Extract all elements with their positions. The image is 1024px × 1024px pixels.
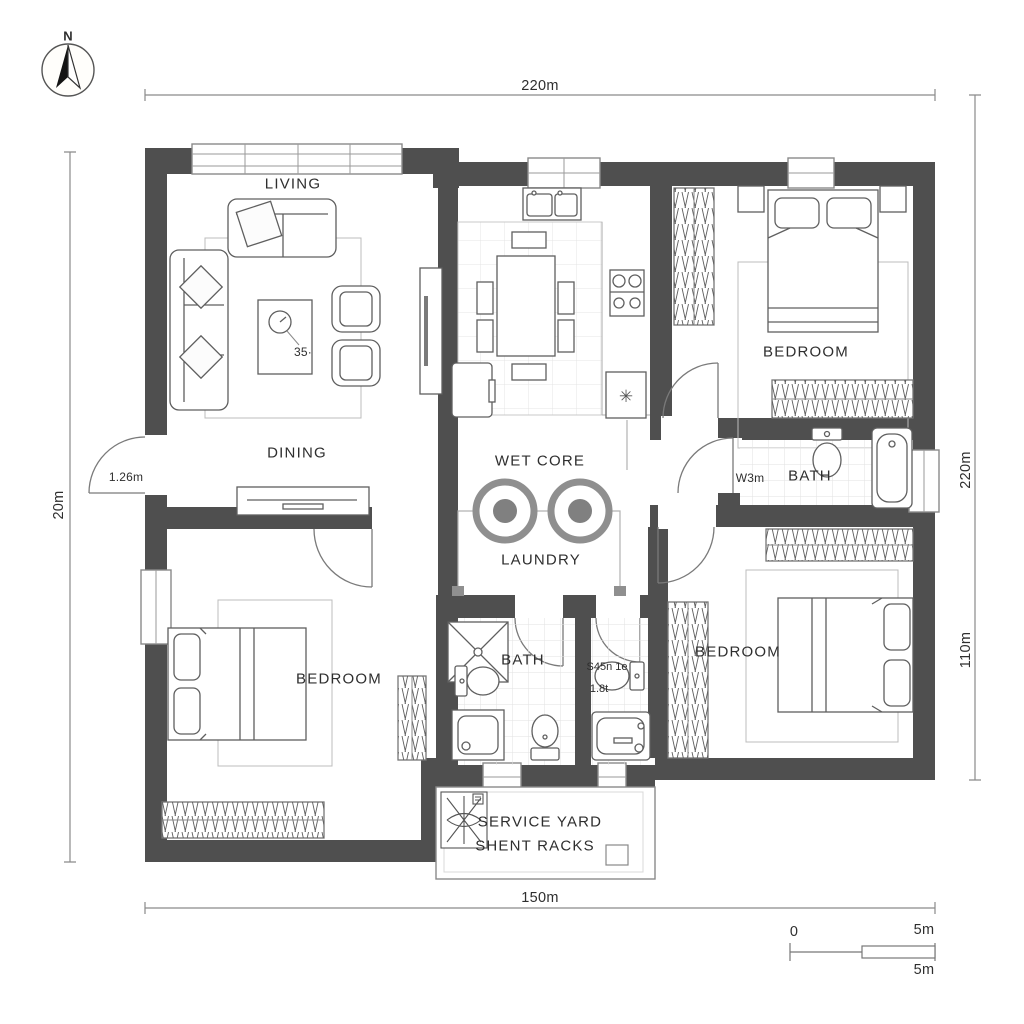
- armchair: [331, 339, 381, 387]
- bedroom-bottom-right-furniture: [667, 528, 914, 759]
- armchair: [331, 285, 381, 333]
- sideboard: [236, 486, 370, 516]
- tv-unit: [419, 267, 443, 395]
- dimension-bottom: 150m: [521, 890, 559, 906]
- toilet: [454, 665, 500, 697]
- room-label-wet-core: WET CORE: [494, 452, 586, 470]
- wall-openings: [143, 416, 742, 620]
- entry-door-width-note: 1.26m: [108, 470, 144, 484]
- room-label-shent-racks: SHENT RACKS: [475, 837, 595, 855]
- dimension-left: 20m: [51, 490, 67, 520]
- drain-point: [452, 586, 464, 596]
- coffee-table: [257, 299, 313, 375]
- double-bed: [767, 189, 879, 333]
- appliance-symbol: ✳: [619, 387, 633, 407]
- nightstand: [737, 185, 765, 213]
- sink-vanity: [451, 709, 505, 761]
- wardrobe: [667, 601, 709, 759]
- room-label-bedroom-top-right: BEDROOM: [763, 343, 849, 361]
- bedroom-bottom-left-door: [313, 528, 373, 588]
- bedroom-top-right-door: [662, 362, 719, 419]
- bedroom-bottom-right-door: [657, 526, 715, 584]
- room-label-bedroom-bottom-left: BEDROOM: [296, 670, 382, 688]
- sofa-two-seat: [227, 198, 337, 258]
- wardrobe: [771, 379, 914, 419]
- scale-bar-start: 0: [789, 924, 799, 940]
- refrigerator: [451, 362, 496, 418]
- kitchen-sink: [522, 187, 582, 221]
- double-bed: [777, 597, 914, 713]
- dim-line-left: [64, 151, 76, 863]
- dim-line-right: [969, 94, 981, 781]
- yard-drain-box: [605, 844, 629, 866]
- dimension-lines: [64, 89, 981, 914]
- coffee-table-note: 35·: [294, 345, 312, 359]
- room-label-laundry: LAUNDRY: [501, 551, 581, 569]
- bath-middle-fixtures: [447, 618, 575, 765]
- window-living-top: [191, 143, 403, 175]
- living-room-furniture: [169, 198, 443, 419]
- toilet: [530, 714, 560, 761]
- sink-vanity: [591, 711, 651, 761]
- dishwasher: ✳: [605, 371, 647, 419]
- north-arrow-icon: [41, 43, 95, 97]
- stove: [609, 269, 645, 317]
- room-label-bath-right: BATH: [788, 467, 832, 485]
- window-bedroom-left: [140, 569, 172, 645]
- bathtub: [871, 427, 913, 509]
- room-label-dining: DINING: [267, 444, 327, 462]
- drain-point: [614, 586, 626, 596]
- bath-right-door: [677, 437, 734, 494]
- bath-small-note-2: 1.8t: [589, 683, 609, 695]
- scale-bar: [789, 943, 936, 961]
- nightstand: [879, 185, 907, 213]
- scale-bar-caption: 5m: [913, 962, 935, 978]
- dim-line-top: [144, 89, 936, 101]
- wardrobe: [161, 801, 325, 839]
- north-label: N: [63, 28, 73, 44]
- room-label-living: LIVING: [264, 175, 322, 193]
- wardrobe: [673, 187, 715, 326]
- dimension-right-lower: 110m: [958, 631, 974, 669]
- toilet: [811, 427, 843, 478]
- bath-small-fixtures: [591, 618, 651, 765]
- dimension-right-upper: 220m: [958, 451, 974, 489]
- bedroom-top-right-furniture: [673, 185, 914, 449]
- sofa-three-seat: [169, 249, 229, 411]
- dim-line-bottom: [144, 902, 936, 914]
- washing-machine: [472, 478, 538, 544]
- scale-bar-end: 5m: [913, 922, 935, 938]
- room-label-bedroom-bottom-right: BEDROOM: [695, 643, 781, 661]
- bath-door-width-note: W3m: [735, 471, 765, 485]
- double-bed: [167, 627, 307, 741]
- bedroom-bottom-left-furniture: [161, 599, 427, 839]
- dimension-top: 220m: [521, 78, 559, 94]
- exterior-walls: [145, 148, 935, 862]
- washing-machine: [547, 478, 613, 544]
- toilet: [594, 661, 645, 691]
- window-bedroom-top: [787, 157, 835, 189]
- bath-small-note-1: S45n 1e: [586, 661, 628, 673]
- room-label-service-yard: SERVICE YARD: [477, 813, 603, 831]
- dining-table: [476, 231, 575, 381]
- service-yard: [435, 786, 656, 880]
- window-bath-right: [908, 449, 940, 513]
- wardrobe: [397, 675, 427, 761]
- rotary-dryer-icon: [440, 791, 488, 849]
- laundry-fixtures: [452, 420, 628, 596]
- entry-door: [88, 436, 146, 494]
- bath-right-fixtures: [740, 427, 913, 509]
- dining-furniture: [236, 486, 370, 516]
- room-label-bath-middle: BATH: [501, 651, 545, 669]
- window-kitchen-top: [527, 157, 601, 189]
- wardrobe: [765, 528, 914, 562]
- kitchen-furniture: ✳: [451, 187, 650, 419]
